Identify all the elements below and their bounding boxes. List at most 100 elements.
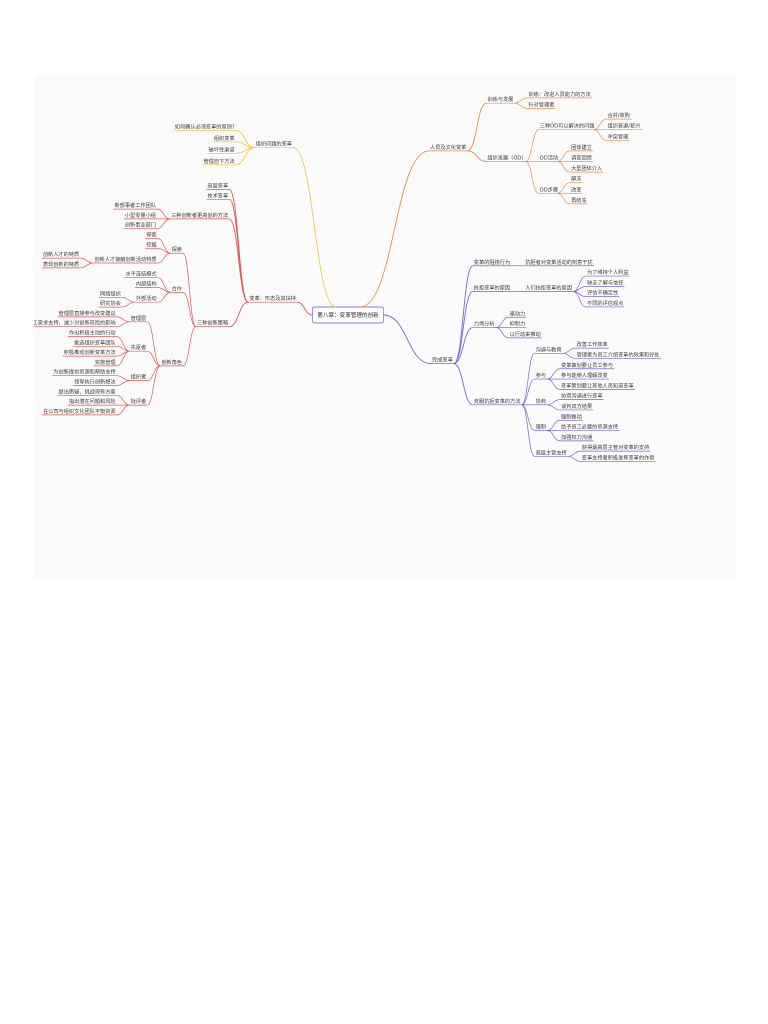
node-label: 挖掘 xyxy=(146,240,156,248)
node-label: 内部结构 xyxy=(136,280,157,288)
node-label: 改善工作效率 xyxy=(577,340,608,348)
node-label: 训练：改进人员能力的方法 xyxy=(528,90,590,98)
branch-link xyxy=(557,182,571,194)
node-label: 作出积极主动的行动 xyxy=(69,329,116,337)
node-label: OD活动 xyxy=(540,154,558,162)
branch-link xyxy=(228,189,249,303)
node-label: 人们抗拒变革的原因 xyxy=(525,284,572,292)
branch-link xyxy=(121,301,135,308)
branch-link xyxy=(467,102,487,152)
branch-link xyxy=(116,375,130,381)
node-label: 批评者 xyxy=(131,397,147,405)
branch-link xyxy=(157,252,171,264)
branch-link xyxy=(116,404,130,416)
node-label: 变革：形态及其扶持 xyxy=(249,294,296,302)
node-label: 创新人才的特质 xyxy=(43,250,79,258)
node-label: 研究协会 xyxy=(100,299,121,307)
branch-link xyxy=(572,291,587,308)
node-label: 给予员工必要的资源支持 xyxy=(561,423,618,431)
node-label: 水平连结模式 xyxy=(125,270,157,278)
branch-link xyxy=(521,352,535,406)
branch-link xyxy=(156,208,171,220)
node-label: 表现创新的特质 xyxy=(43,260,79,268)
node-label: 新部事者工作团队 xyxy=(114,201,156,209)
branch-link xyxy=(593,129,607,141)
node-label: 获得最高层主管对变革的支持 xyxy=(582,443,649,451)
branch-link xyxy=(557,161,571,173)
node-label: 加强权力沟通 xyxy=(561,433,593,441)
node-label: 了解新的员工需求支持，减少对创新风险的影响 xyxy=(34,319,116,327)
node-label: 沟通与教育 xyxy=(536,345,562,353)
node-label: 管理层直接参与改变建议 xyxy=(59,309,117,317)
node-label: 强制 xyxy=(536,423,546,431)
branch-link xyxy=(453,327,473,365)
branch-link xyxy=(228,198,249,303)
branch-link xyxy=(292,147,337,308)
node-label: 三种OD可以解决的问题 xyxy=(540,122,595,130)
branch-link xyxy=(593,118,607,131)
node-label: 克服抗拒变革的方法 xyxy=(474,397,521,405)
branch-link xyxy=(525,129,539,162)
node-label: 训练与发展 xyxy=(487,95,513,103)
branch-link xyxy=(521,404,535,457)
root-label: 第八章：变革管理的创新 xyxy=(317,311,379,319)
branch-link xyxy=(182,326,197,367)
node-label: 管理层 xyxy=(131,314,147,322)
node-label: 实施管理 xyxy=(95,358,117,366)
node-label: 如何确认必须变革的原则? xyxy=(175,122,235,130)
mindmap-svg: 第八章：变革管理的创新组织问题的变革如何确认必须变革的原则?组织变革破坏性渠道管… xyxy=(34,90,661,462)
branch-link xyxy=(521,404,535,431)
branch-link xyxy=(546,378,561,390)
node-label: 以行动来推动 xyxy=(510,330,541,338)
branch-link xyxy=(453,363,473,406)
branch-link xyxy=(296,301,313,316)
branch-link xyxy=(567,450,581,457)
node-label: 合作 xyxy=(172,284,182,292)
branch-link xyxy=(521,378,535,406)
branch-link xyxy=(467,150,487,162)
node-label: 参与能使人理解改变 xyxy=(561,371,608,379)
branch-link xyxy=(157,287,171,293)
branch-link xyxy=(116,394,130,406)
node-label: 三种创新策略 xyxy=(197,319,229,327)
branch-link xyxy=(546,399,561,406)
branch-link xyxy=(562,352,576,359)
branch-link xyxy=(495,316,509,328)
node-label: 指出潜在问题和风险 xyxy=(69,397,117,405)
node-label: 人员及文化变革 xyxy=(430,143,466,151)
branch-link xyxy=(121,296,135,303)
branch-link xyxy=(156,218,171,230)
branch-link xyxy=(146,365,161,406)
branch-link xyxy=(147,350,161,367)
branch-link xyxy=(383,314,432,365)
node-label: 大型团体介入 xyxy=(571,164,602,172)
node-label: 合并/收购 xyxy=(607,111,630,119)
node-label: 力场分析 xyxy=(474,320,495,328)
branch-link xyxy=(453,291,474,365)
node-label: 不同的评估观点 xyxy=(587,299,623,307)
mindmap-canvas: 第八章：变革管理的创新组织问题的变革如何确认必须变革的原则?组织变革破坏性渠道管… xyxy=(34,74,736,579)
node-label: 针对管理者 xyxy=(528,101,554,109)
node-label: 抗拒变革的原因 xyxy=(474,284,510,292)
branch-link xyxy=(235,147,255,166)
node-label: 外部活动 xyxy=(136,294,157,302)
node-label: 高层变革 xyxy=(207,182,228,190)
branch-link xyxy=(228,218,249,303)
node-label: 评估不确定性 xyxy=(587,289,618,297)
node-label: 抗拒者对变革活动的刻意干扰 xyxy=(525,258,592,266)
node-label: 调查回馈 xyxy=(571,154,592,162)
branch-link xyxy=(557,150,571,162)
branch-link xyxy=(546,419,561,431)
branch-link xyxy=(546,368,561,380)
node-label: 组织问题的变革 xyxy=(256,140,292,148)
node-label: 管理者为员工介绍变革的效果和好处 xyxy=(577,350,660,358)
node-label: 团体建立 xyxy=(571,143,592,151)
node-label: 谈判双方结果 xyxy=(561,402,592,410)
node-label: 参与 xyxy=(536,371,546,379)
node-label: 创新人才接触创新活动特质 xyxy=(94,255,156,263)
node-label: 为创新提供资源和帮助支持 xyxy=(53,368,115,376)
branch-link xyxy=(116,350,130,367)
node-label: 破坏性渠道 xyxy=(209,145,235,153)
branch-link xyxy=(514,102,528,109)
